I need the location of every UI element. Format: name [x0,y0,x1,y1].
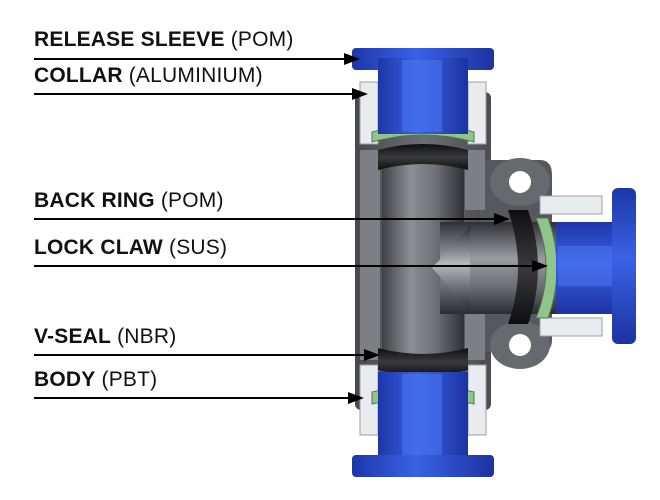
leader-v-seal [34,349,380,361]
material-name: (POM) [160,189,224,212]
material-name: (PBT) [101,368,158,391]
label-v-seal: V-SEAL (NBR) [34,325,176,349]
leader-lock-claw [34,260,548,272]
material-name: (SUS) [169,236,228,259]
label-release-sleeve: RELEASE SLEEVE (POM) [34,28,294,52]
label-collar: COLLAR (ALUMINIUM) [34,64,263,88]
leader-lines [34,53,548,404]
material-name: (POM) [230,28,294,51]
part-name: BACK RING [34,189,155,212]
right-port [508,188,636,344]
leader-release-sleeve [34,53,360,65]
material-name: (ALUMINIUM) [128,64,263,87]
bore [382,150,560,360]
part-name: LOCK CLAW [34,236,163,259]
label-back-ring: BACK RING (POM) [34,189,224,213]
label-lock-claw: LOCK CLAW (SUS) [34,236,227,260]
leader-collar [34,88,368,100]
leader-back-ring [34,213,510,225]
material-name: (NBR) [117,325,177,348]
leader-body [34,392,364,404]
part-name: V-SEAL [34,325,112,348]
part-name: COLLAR [34,64,123,87]
bottom-port [352,348,494,477]
top-port [352,48,494,170]
part-name: RELEASE SLEEVE [34,28,225,51]
label-body: BODY (PBT) [34,368,157,392]
part-name: BODY [34,368,96,391]
